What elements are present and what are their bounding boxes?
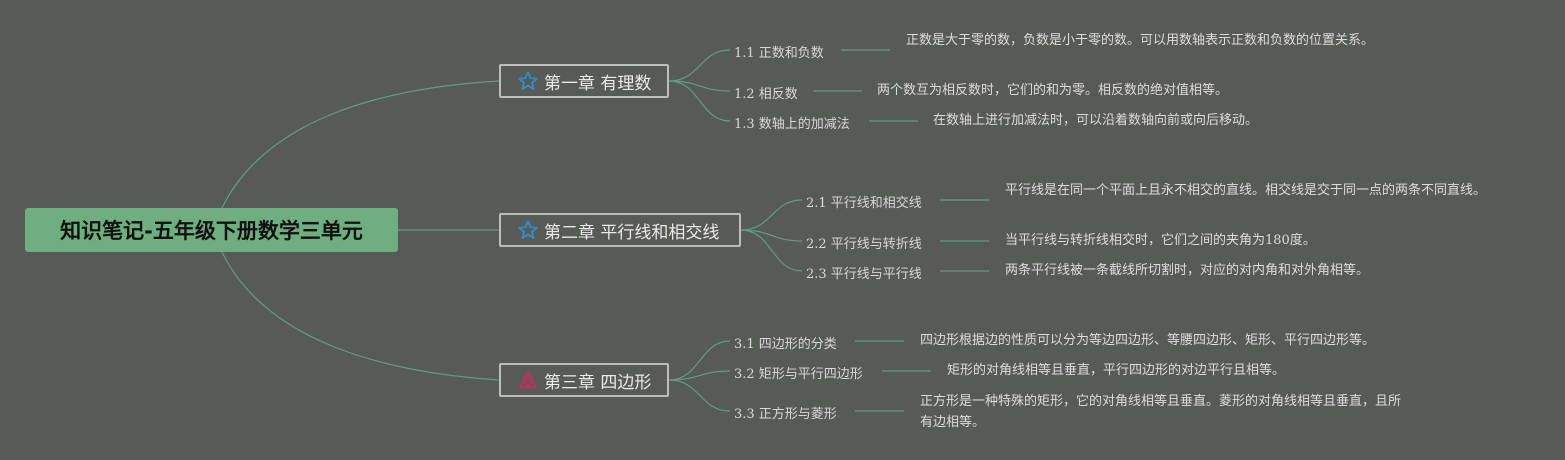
topic-1-1[interactable]: 1.1 正数和负数 <box>734 46 824 61</box>
note-3-3: 正方形是一种特殊的矩形，它的对角线相等且垂直。菱形的对角线相等且垂直，且所有边相… <box>920 394 1402 430</box>
note-2-2: 当平行线与转折线相交时，它们之间的夹角为180度。 <box>1005 233 1316 248</box>
topic-1-3[interactable]: 1.3 数轴上的加减法 <box>734 117 850 132</box>
topic-2-1[interactable]: 2.1 平行线和相交线 <box>806 196 922 211</box>
note-2-1: 平行线是在同一个平面上且永不相交的直线。相交线是交于同一点的两条不同直线。 <box>1005 183 1487 198</box>
note-2-3: 两条平行线被一条截线所切割时，对应的对内角和对外角相等。 <box>1005 263 1370 278</box>
topic-3-2[interactable]: 3.2 矩形与平行四边形 <box>734 367 863 382</box>
topic-2-2[interactable]: 2.2 平行线与转折线 <box>806 237 922 252</box>
chapter-title: 第三章 四边形 <box>544 372 652 393</box>
note-3-2: 矩形的对角线相等且垂直，平行四边形的对边平行且相等。 <box>947 363 1286 378</box>
chapter-node-1[interactable]: 第一章 有理数 <box>499 64 669 98</box>
topic-3-3[interactable]: 3.3 正方形与菱形 <box>734 407 837 422</box>
link-ch3-t2 <box>668 370 731 381</box>
note-1-2: 两个数互为相反数时，它们的和为零。相反数的绝对值相等。 <box>877 83 1229 98</box>
link-ch2-t2 <box>740 229 803 242</box>
chapter-node-3[interactable]: 第三章 四边形 <box>499 363 669 397</box>
link-ch3-t1 <box>668 340 731 381</box>
topic-3-1[interactable]: 3.1 四边形的分类 <box>734 337 837 352</box>
star-icon <box>517 219 539 241</box>
note-1-3: 在数轴上进行加减法时，可以沿着数轴向前或向后移动。 <box>933 113 1259 128</box>
link-ch1-t3 <box>668 80 731 122</box>
note-3-1: 四边形根据边的性质可以分为等边四边形、等腰四边形、矩形、平行四边形等。 <box>920 333 1376 348</box>
topic-1-2[interactable]: 1.2 相反数 <box>734 87 798 102</box>
link-ch1-t1 <box>668 49 731 82</box>
link-root-ch3 <box>221 251 500 381</box>
note-1-1: 正数是大于零的数，负数是小于零的数。可以用数轴表示正数和负数的位置关系。 <box>906 33 1375 48</box>
root-node[interactable]: 知识笔记-五年级下册数学三单元 <box>25 208 398 252</box>
root-title: 知识笔记-五年级下册数学三单元 <box>60 219 363 243</box>
chapter-node-2[interactable]: 第二章 平行线和相交线 <box>499 213 741 247</box>
link-ch3-t3 <box>668 379 731 412</box>
chapter-title: 第一章 有理数 <box>544 73 652 94</box>
link-ch2-t3 <box>740 229 803 272</box>
star-icon <box>517 70 539 92</box>
link-root-ch1 <box>221 80 500 209</box>
topic-2-3[interactable]: 2.3 平行线与平行线 <box>806 267 922 282</box>
chapter-title: 第二章 平行线和相交线 <box>544 222 720 243</box>
link-ch1-t2 <box>668 80 731 92</box>
link-ch2-t1 <box>740 199 803 231</box>
triangles-icon <box>517 369 539 391</box>
